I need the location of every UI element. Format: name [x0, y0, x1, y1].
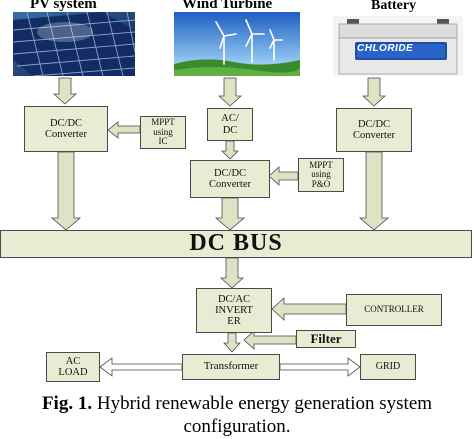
arrow-transformer-to-grid — [279, 357, 361, 377]
inverter-line2: INVERT — [215, 304, 253, 316]
transformer-block: Transformer — [182, 354, 280, 380]
arrow-bus-to-inverter — [219, 257, 245, 289]
pv-converter-line2: Converter — [45, 129, 87, 140]
transformer-label: Transformer — [203, 360, 259, 373]
inverter-line3: ER — [227, 316, 241, 327]
wind-converter-line1: DC/DC — [213, 167, 247, 179]
acdc-line1: AC/ — [221, 113, 239, 125]
dc-bus: DC BUS — [0, 230, 472, 258]
arrow-mppt-po-to-converter — [268, 166, 299, 186]
arrow-filter-to-line — [243, 330, 297, 350]
arrow-inverter-to-transformer — [223, 332, 241, 353]
battery-brand-label: CHLORIDE — [357, 43, 414, 54]
arrow-controller-to-inverter — [271, 297, 347, 321]
figure-number: Fig. 1. — [41, 393, 93, 414]
figure-caption-line1: Fig. 1. Hybrid renewable energy generati… — [0, 393, 474, 415]
arrow-pv-to-converter — [52, 77, 78, 105]
inverter-line1: DC/AC — [217, 293, 251, 305]
arrow-transformer-to-load — [99, 357, 183, 377]
acdc-line2: DC — [222, 124, 238, 136]
arrow-wind-converter-to-bus — [214, 197, 246, 231]
battery-converter-line1: DC/DC — [357, 118, 391, 130]
mppt-ic-line3: IC — [158, 136, 168, 147]
grid-label: GRID — [375, 360, 401, 372]
filter-block: Filter — [296, 330, 356, 348]
acdc-converter: AC/DC — [207, 108, 253, 141]
wind-converter-line2: Converter — [209, 179, 251, 190]
filter-label: Filter — [310, 331, 342, 347]
mppt-po-line1: MPPT — [309, 159, 333, 170]
pv-system-title: PV system — [30, 0, 97, 12]
mppt-po-line3: P&O — [311, 178, 331, 189]
battery-title: Battery — [371, 0, 417, 13]
arrow-battery-converter-bus — [358, 151, 390, 231]
mppt-ic-line1: MPPT — [151, 117, 175, 128]
battery-image — [333, 16, 463, 76]
mppt-po-line2: using — [311, 169, 331, 180]
ac-load-line2: LOAD — [58, 367, 88, 378]
mppt-ic-line2: using — [153, 126, 173, 137]
wind-turbine-image — [174, 12, 300, 76]
ac-load-line1: AC — [65, 355, 81, 367]
arrow-mppt-ic-to-converter — [107, 121, 141, 139]
arrow-battery-to-converter — [361, 77, 387, 107]
controller-label: CONTROLLER — [364, 304, 424, 315]
arrow-pv-converter-to-bus — [50, 151, 82, 231]
arrow-acdc-to-converter — [221, 140, 239, 160]
figure-caption-text: Hybrid renewable energy generation syste… — [96, 393, 433, 414]
controller-block: CONTROLLER — [346, 294, 442, 326]
wind-turbine-title: Wind Turbine — [182, 0, 273, 12]
grid-block: GRID — [360, 354, 416, 380]
figure-caption-line2: configuration. — [183, 416, 291, 437]
arrow-wind-to-acdc — [217, 77, 243, 107]
battery-converter-line2: Converter — [353, 130, 395, 141]
pv-panel-image — [13, 12, 135, 76]
pv-converter-line1: DC/DC — [49, 117, 83, 129]
dc-bus-label: DC BUS — [189, 230, 283, 257]
